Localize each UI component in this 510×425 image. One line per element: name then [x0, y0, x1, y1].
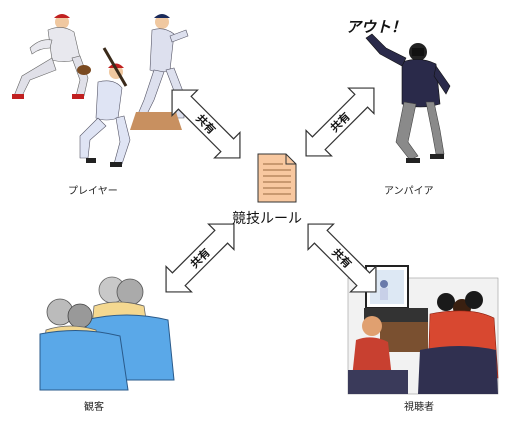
document-icon [257, 153, 297, 203]
spectators-illustration [39, 276, 175, 391]
umpire-shout-text: アウト！ [346, 18, 407, 36]
players-illustration [12, 14, 189, 167]
arrow-umpire-to-rules: 共有 [292, 74, 388, 170]
node-label-viewer: 視聴者 [404, 402, 434, 413]
node-label-audience: 観客 [84, 402, 104, 413]
umpire-illustration [365, 33, 451, 163]
node-label-player: プレイヤー [68, 186, 118, 197]
arrow-viewer-to-rules: 共有 [294, 210, 390, 306]
tv-viewers-illustration [347, 265, 499, 395]
node-label-umpire: アンパイア [384, 186, 434, 197]
center-label: 競技ルール [232, 211, 302, 227]
